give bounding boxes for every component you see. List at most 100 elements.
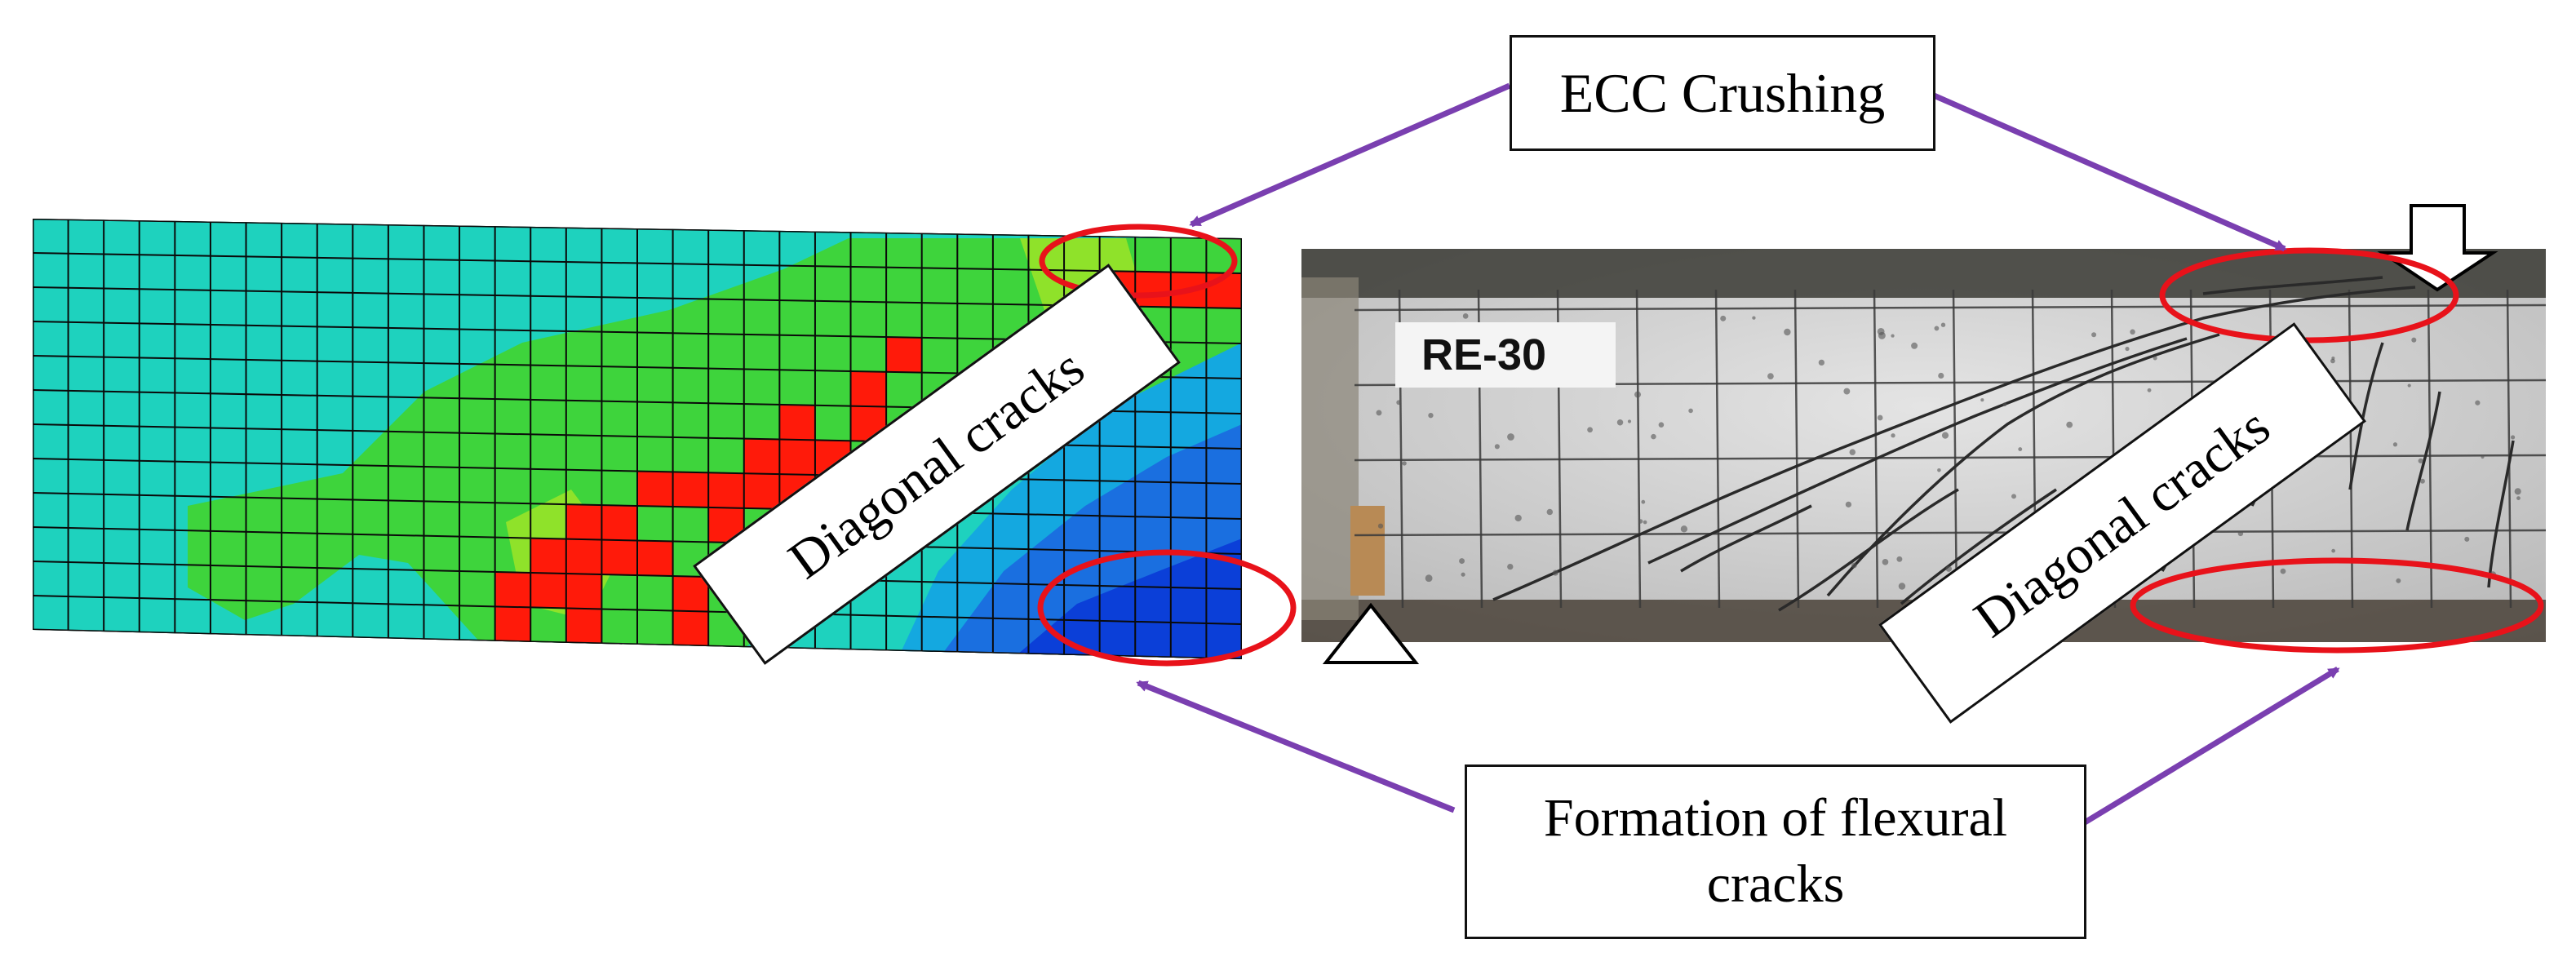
connector-arrows (1136, 82, 2340, 825)
crack-line (1680, 504, 1812, 573)
ellipse-photo-bottom (2130, 557, 2544, 654)
photo-grid-vertical (2506, 289, 2512, 609)
surface-speckle (1425, 574, 1433, 583)
surface-speckle (1462, 313, 1469, 319)
surface-speckle (1941, 432, 1949, 439)
surface-speckle (1938, 372, 1944, 379)
ecc-crushing-box: ECC Crushing (1510, 35, 1935, 151)
photo-background (1301, 249, 2546, 642)
photo-grid-vertical (1793, 289, 1800, 609)
surface-speckle (1459, 558, 1465, 565)
crack-line (2348, 342, 2384, 490)
surface-speckle (1784, 328, 1791, 336)
photo-grid-vertical (2348, 289, 2354, 609)
cracked-element (565, 504, 602, 540)
surface-speckle (1587, 427, 1593, 433)
cracked-element (779, 404, 815, 441)
flexural-box: Formation of flexural cracks (1465, 764, 2086, 939)
surface-speckle (1634, 391, 1642, 398)
photo-grid-horizontal (1354, 304, 2546, 312)
crack-line (1826, 333, 2220, 597)
surface-speckle (1851, 562, 1857, 569)
support-triangle-icon (1322, 602, 1420, 664)
cracked-element (886, 337, 922, 373)
crack-line (2405, 391, 2441, 531)
cracked-element (672, 472, 709, 507)
surface-speckle (1980, 398, 1984, 402)
mesh-line-horizontal (33, 526, 1242, 555)
surface-speckle (1494, 444, 1500, 450)
specimen-photo: RE-30 (1301, 204, 2546, 664)
surface-speckle (1461, 572, 1465, 577)
surface-speckle (2331, 548, 2336, 553)
surface-speckle (2475, 400, 2481, 406)
contour-green-zone (188, 238, 1242, 653)
surface-speckle (1934, 326, 1940, 331)
photo-grid-vertical (1873, 289, 1879, 609)
ellipse-photo-top (2159, 247, 2459, 343)
surface-speckle (1845, 501, 1852, 507)
surface-speckle (2091, 332, 2097, 338)
arrow-ecc-to-photo (1932, 92, 2287, 252)
surface-speckle (1818, 359, 1825, 366)
photo-left-edge (1301, 277, 1359, 620)
surface-speckle (1891, 433, 1895, 438)
photo-grid-vertical (1635, 289, 1642, 609)
surface-speckle (2330, 358, 2335, 364)
surface-speckle (1891, 334, 1895, 338)
surface-speckle (1877, 327, 1885, 335)
surface-speckle (2392, 442, 2398, 447)
cracked-element (672, 576, 709, 612)
cracked-element (494, 572, 531, 608)
crack-line (1900, 488, 2057, 605)
mesh-outline (33, 219, 1242, 659)
surface-speckle (1896, 556, 1903, 562)
surface-speckle (1641, 499, 1646, 504)
surface-speckle (2510, 435, 2516, 440)
cracked-element (637, 471, 673, 507)
surface-speckle (2516, 496, 2521, 500)
surface-speckle (1616, 419, 1624, 426)
cracked-element (494, 606, 531, 642)
surface-speckle (2125, 347, 2130, 352)
crack-line (2487, 440, 2515, 588)
surface-speckle (1945, 565, 1953, 572)
surface-speckle (1688, 408, 1693, 414)
surface-speckle (2396, 578, 2401, 583)
surface-speckle (1428, 412, 1434, 419)
cracked-element (743, 438, 780, 475)
surface-speckle (1651, 433, 1656, 440)
surface-speckle (2011, 494, 2016, 499)
surface-speckle (1849, 449, 1856, 455)
photo-grid-vertical (2427, 289, 2433, 609)
ellipse-mesh-bottom (1037, 549, 1297, 667)
cracked-element (601, 539, 637, 575)
arrow-ecc-to-mesh (1189, 82, 1511, 228)
photo-grid-horizontal (1354, 454, 2546, 462)
highlight-ellipses (1037, 224, 2544, 667)
flexural-label: Formation of flexural cracks (1543, 788, 2008, 914)
surface-speckle (1507, 563, 1514, 570)
ellipse-mesh-top (1039, 224, 1238, 299)
mesh-line-horizontal (33, 286, 1242, 309)
surface-speckle (1376, 410, 1382, 416)
mesh-line-horizontal (33, 252, 1242, 274)
surface-speckle (1680, 525, 1688, 533)
surface-speckle (2464, 536, 2470, 542)
surface-speckle (1843, 388, 1851, 395)
cracked-element (743, 473, 780, 509)
surface-speckle (1940, 322, 1946, 327)
cracked-element (708, 472, 744, 508)
mesh-line-horizontal (33, 561, 1242, 590)
surface-speckle (1720, 315, 1727, 321)
surface-speckle (1546, 508, 1554, 516)
mesh-line-horizontal (33, 492, 1242, 520)
specimen-label: RE-30 (1421, 330, 1546, 379)
cracked-element (1135, 271, 1171, 308)
photo-top-strip (1301, 249, 2546, 298)
surface-speckle (2418, 458, 2423, 463)
cracked-element (530, 538, 566, 574)
crack-line (2202, 276, 2383, 295)
